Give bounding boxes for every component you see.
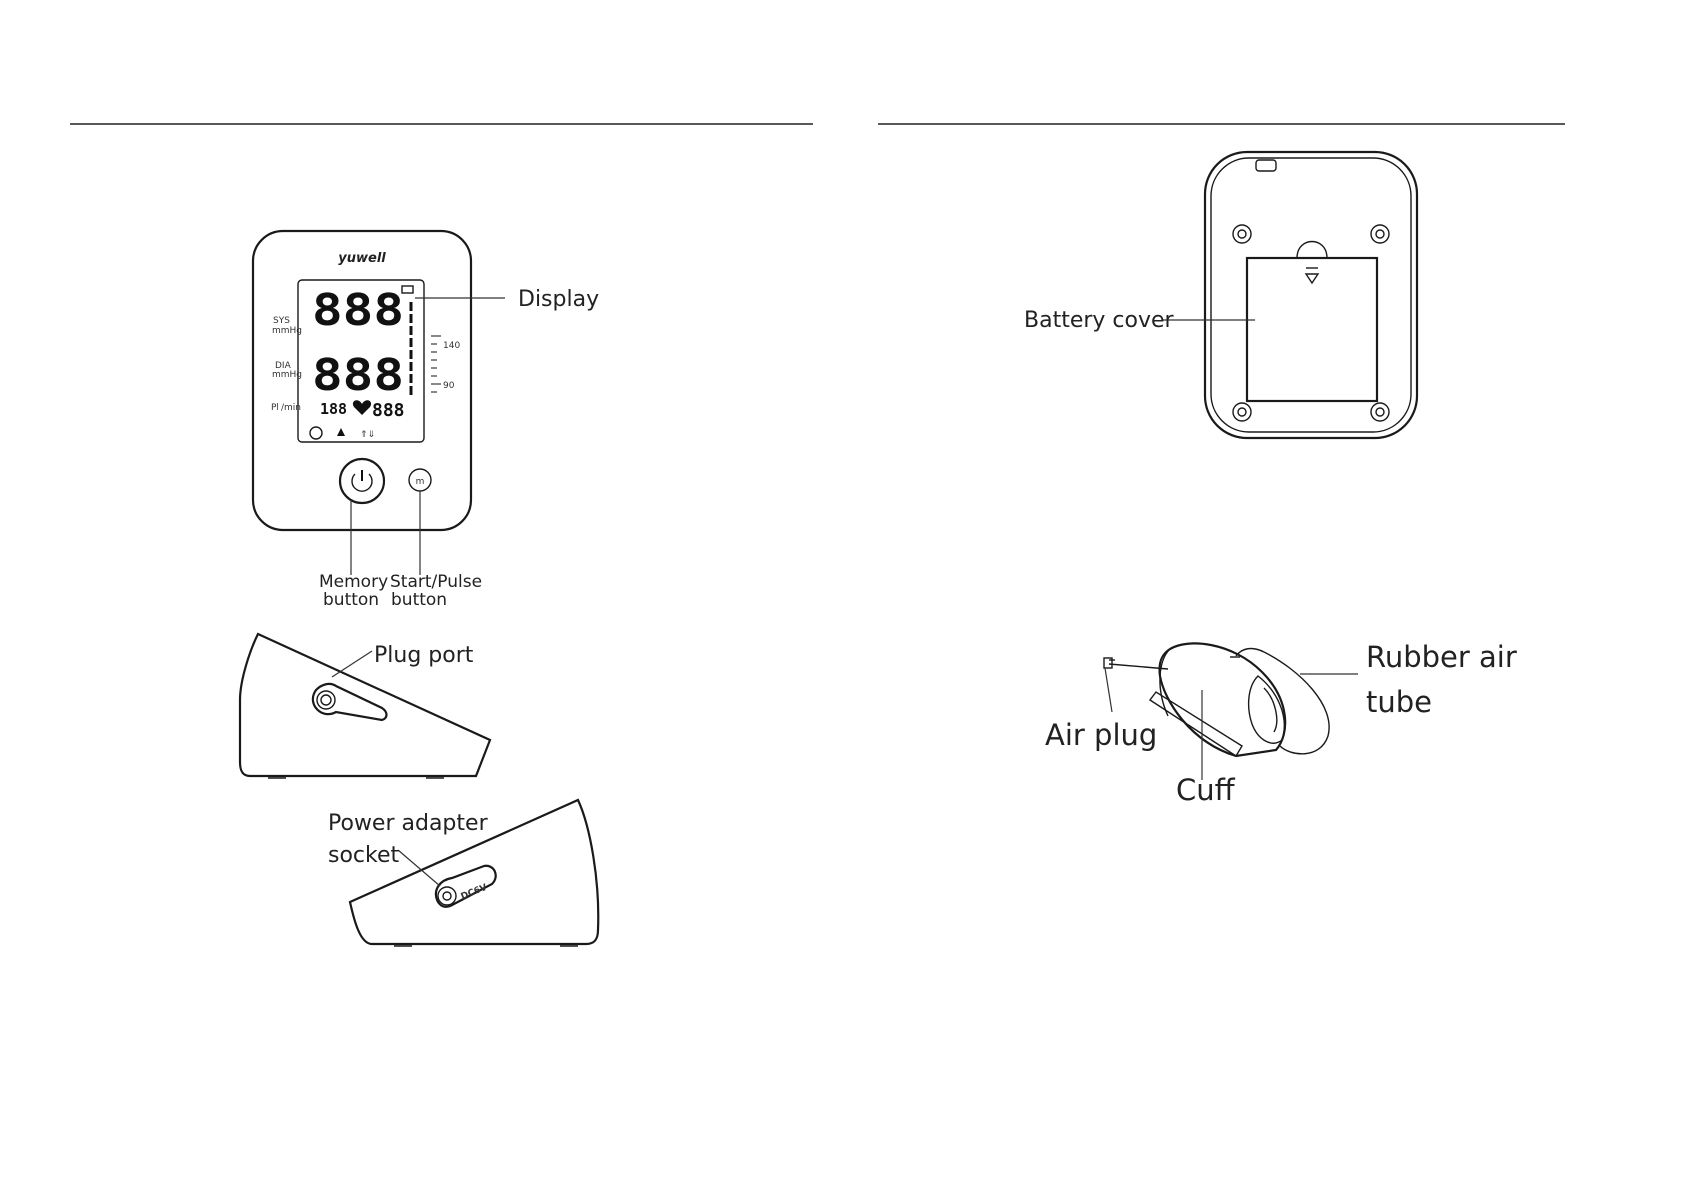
- cuff-assembly: [1104, 643, 1358, 780]
- battery-cover[interactable]: [1247, 242, 1377, 402]
- release-arrow-icon: [1306, 274, 1318, 283]
- lcd-bar-graph: [411, 302, 441, 395]
- clock-icon: [310, 427, 322, 439]
- hanging-slot: [1256, 160, 1276, 171]
- dc-rating-label: DC6V: [460, 883, 489, 903]
- memory-button-callout-line2: button: [323, 590, 379, 610]
- power-adapter-callout-line2: socket: [328, 843, 400, 868]
- display-callout: Display: [518, 287, 599, 312]
- monitor-back-view: [1163, 152, 1417, 438]
- plug-port-callout: Plug port: [374, 643, 474, 668]
- lcd-dia-value: 888: [312, 350, 404, 401]
- person-icon: [337, 428, 345, 436]
- pulse-unit: /min: [281, 403, 301, 413]
- scale-high-label: 140: [443, 341, 460, 351]
- power-adapter-callout-line1: Power adapter: [328, 811, 489, 836]
- battery-cover-callout: Battery cover: [1024, 308, 1175, 333]
- dia-unit: mmHg: [272, 370, 302, 380]
- cuff[interactable]: [1159, 643, 1285, 756]
- pulse-label: Pl: [271, 403, 279, 413]
- sys-label: SYS: [273, 316, 290, 326]
- start-pulse-button-callout-line2: button: [391, 590, 447, 610]
- plug-port[interactable]: [313, 684, 387, 720]
- memory-button-callout-line1: Memory: [319, 572, 388, 592]
- heart-icon: [353, 400, 371, 415]
- air-plug-callout: Air plug: [1045, 718, 1157, 752]
- monitor-front-view: yuwell 888 888 140 90 188: [253, 231, 505, 575]
- lcd-memory-value: 188: [320, 400, 347, 418]
- lcd-display: 888 888 140 90 188 888 ⇑⇓: [298, 280, 460, 442]
- start-pulse-button-callout-line1: Start/Pulse: [390, 572, 482, 592]
- screw-bottom-right: [1371, 403, 1389, 421]
- sys-unit: mmHg: [272, 326, 302, 336]
- memory-key-glyph: m: [416, 477, 425, 487]
- start-pulse-button[interactable]: [340, 459, 384, 503]
- brand-logo: yuwell: [338, 251, 386, 266]
- screw-bottom-left: [1233, 403, 1251, 421]
- lcd-sys-value: 888: [312, 285, 404, 336]
- scale-low-label: 90: [443, 381, 455, 391]
- arrows-icon: ⇑⇓: [360, 430, 375, 440]
- screw-top-left: [1233, 225, 1251, 243]
- screw-top-right: [1371, 225, 1389, 243]
- memory-button[interactable]: m: [409, 469, 431, 491]
- rubber-tube-callout-line2: tube: [1366, 685, 1432, 719]
- lcd-pulse-value: 888: [372, 400, 405, 421]
- rubber-tube-callout-line1: Rubber air: [1366, 640, 1517, 674]
- cuff-callout: Cuff: [1176, 773, 1236, 807]
